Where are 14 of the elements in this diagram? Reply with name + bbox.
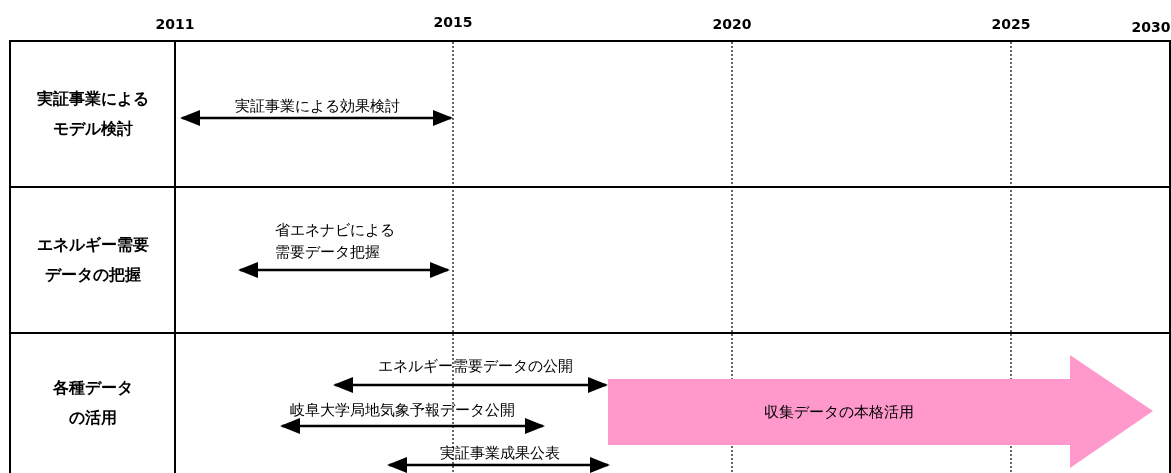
year-label: 2015 xyxy=(433,14,473,30)
row-header: 各種データの活用 xyxy=(10,333,175,473)
span-label: 省エネナビによる需要データ把握 xyxy=(275,221,396,262)
arrow-label: 収集データの本格活用 xyxy=(763,401,915,423)
year-label: 2020 xyxy=(712,16,752,32)
year-label: 2030 xyxy=(1131,19,1171,35)
span-label: 岐阜大学局地気象予報データ公開 xyxy=(290,401,515,420)
span-label: 実証事業による効果検討 xyxy=(235,97,400,116)
span-label: 実証事業成果公表 xyxy=(440,444,560,463)
row-header: エネルギー需要データの把握 xyxy=(10,187,175,333)
row-header: 実証事業によるモデル検討 xyxy=(10,41,175,187)
year-label: 2011 xyxy=(155,16,195,32)
year-label: 2025 xyxy=(991,16,1031,32)
span-label: エネルギー需要データの公開 xyxy=(378,357,573,376)
